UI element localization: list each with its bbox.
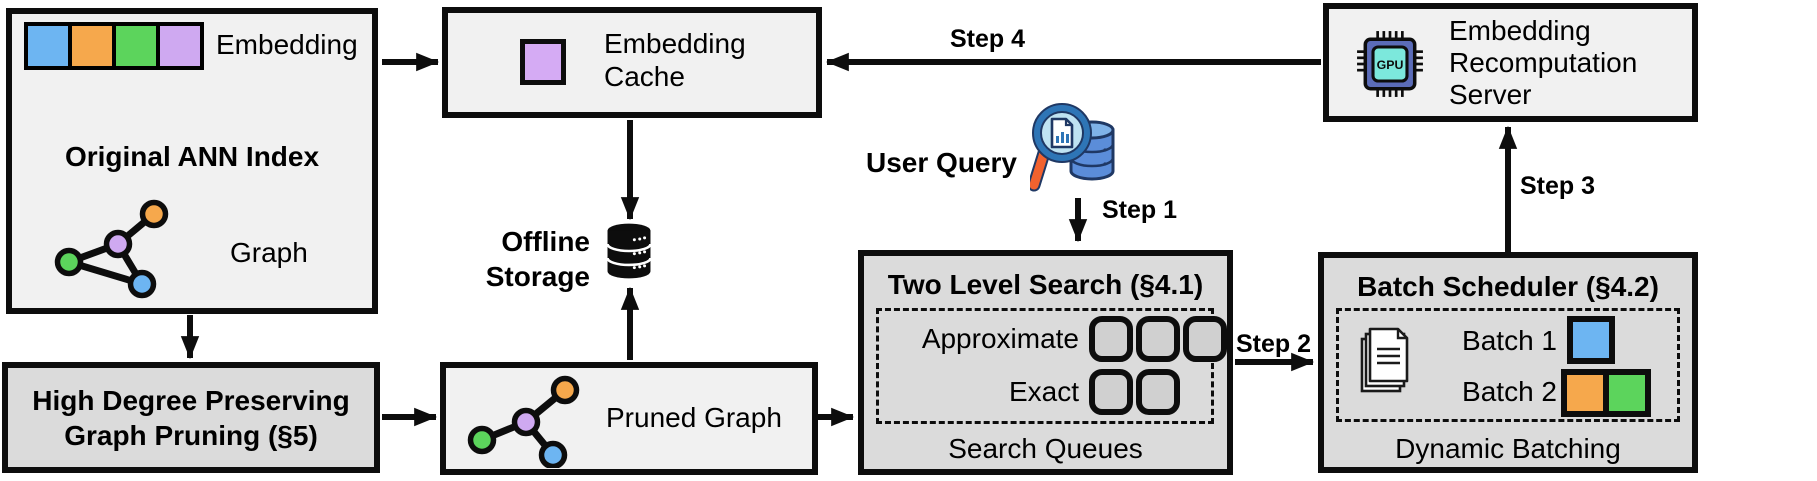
batch2-square-green bbox=[1603, 369, 1651, 417]
queue-slot bbox=[1136, 316, 1180, 362]
original-ann-index-box: Embedding Original ANN Index Graph bbox=[6, 8, 378, 314]
pruned-graph-label: Pruned Graph bbox=[606, 402, 782, 433]
dynamic-batching-region: Batch 1 Batch 2 bbox=[1336, 308, 1680, 422]
cached-embedding-square bbox=[520, 39, 566, 85]
step3-label: Step 3 bbox=[1520, 172, 1596, 200]
search-queues-region: Approximate Exact bbox=[876, 308, 1227, 424]
queue-slot bbox=[1183, 316, 1227, 362]
graph-pruning-box: High Degree Preserving Graph Pruning (§5… bbox=[2, 362, 380, 473]
user-query-icon bbox=[1030, 103, 1115, 192]
batch-scheduler-box: Batch Scheduler (§4.2) Batch 1 Batch 2 D… bbox=[1318, 252, 1698, 473]
recomputation-server-label: Embedding Recomputation Server bbox=[1449, 15, 1638, 110]
approximate-queue-slots bbox=[1089, 316, 1227, 362]
exact-label: Exact bbox=[1008, 376, 1079, 407]
pruned-graph-icon bbox=[467, 375, 580, 468]
embedding-cache-box: Embedding Cache bbox=[442, 7, 822, 118]
batch1-square-blue bbox=[1567, 316, 1615, 364]
embedding-square-orange bbox=[72, 26, 112, 66]
batch2-square-orange bbox=[1561, 369, 1609, 417]
offline-storage-database-icon bbox=[606, 223, 652, 279]
embedding-square-blue bbox=[28, 26, 68, 66]
queue-slot bbox=[1136, 369, 1180, 415]
embedding-cache-label: Embedding Cache bbox=[604, 28, 746, 92]
embedding-label: Embedding bbox=[216, 29, 358, 60]
embedding-vector-icon bbox=[24, 22, 204, 70]
two-level-search-box: Two Level Search (§4.1) Approximate Exac… bbox=[858, 250, 1233, 475]
gpu-chip-icon: GPU bbox=[1357, 31, 1423, 97]
gpu-chip-label: GPU bbox=[1377, 58, 1404, 72]
search-queues-footer: Search Queues bbox=[948, 433, 1143, 464]
offline-storage-label: Offline Storage bbox=[485, 226, 590, 292]
batch-scheduler-title: Batch Scheduler (§4.2) bbox=[1357, 271, 1659, 302]
dynamic-batching-footer: Dynamic Batching bbox=[1395, 433, 1621, 464]
pruned-graph-box: Pruned Graph bbox=[440, 362, 818, 475]
approximate-label: Approximate bbox=[921, 323, 1079, 354]
exact-queue-slots bbox=[1089, 369, 1180, 415]
batch2-squares bbox=[1561, 369, 1651, 417]
queue-slot bbox=[1089, 369, 1133, 415]
graph-pruning-label: High Degree Preserving Graph Pruning (§5… bbox=[32, 384, 350, 451]
batch2-label: Batch 2 bbox=[1462, 376, 1557, 407]
original-ann-index-title: Original ANN Index bbox=[64, 141, 320, 172]
recomputation-server-box: GPU Embedding Recomputation Server bbox=[1323, 3, 1698, 122]
batch1-squares bbox=[1567, 316, 1615, 364]
query-batch-documents-icon bbox=[1360, 327, 1409, 393]
batch1-label: Batch 1 bbox=[1462, 325, 1557, 356]
step4-label: Step 4 bbox=[950, 25, 1026, 53]
original-graph-icon bbox=[54, 199, 169, 299]
graph-label: Graph bbox=[230, 237, 308, 268]
embedding-square-green bbox=[116, 26, 156, 66]
queue-slot bbox=[1089, 316, 1133, 362]
step1-label: Step 1 bbox=[1102, 196, 1178, 224]
two-level-search-title: Two Level Search (§4.1) bbox=[887, 269, 1204, 300]
embedding-square-purple bbox=[160, 26, 200, 66]
user-query-label: User Query bbox=[866, 147, 1017, 178]
step2-label: Step 2 bbox=[1236, 330, 1312, 358]
